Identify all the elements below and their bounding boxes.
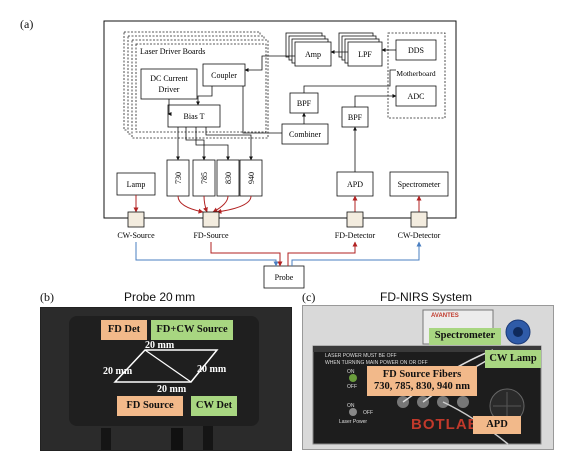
cw-source-label: CW-Source (117, 231, 155, 240)
warning-text-1: LASER POWER MUST BE OFF (325, 353, 397, 359)
bias-t-box (167, 104, 221, 128)
fd-source-fibers-line-1: FD Source Fibers (382, 368, 462, 380)
fd-cw-source-tag: FD+CW Source (151, 320, 233, 340)
system-enclosure (103, 20, 457, 219)
panel-c-label: (c) (302, 290, 316, 304)
laser-power-label: Laser Power (339, 419, 368, 425)
combiner-label: Combiner (289, 130, 321, 139)
fd-detector-label: FD-Detector (335, 231, 376, 240)
spectrometer-tag: Spectrometer (429, 328, 501, 345)
distance-label-top: 20 mm (145, 340, 175, 351)
apd-tag: APD (473, 416, 521, 434)
fd-source-tag: FD Source (117, 396, 183, 416)
fd-source-fibers-line-2: 730, 785, 830, 940 nm (374, 381, 470, 392)
distance-label-left: 20 mm (103, 366, 133, 377)
power-on-label: ON (347, 369, 355, 375)
fd-detector-port (346, 211, 364, 228)
system-photo: AVANTES LASER POWER MUST BE OFF WHEN TUR… (302, 305, 554, 450)
laser-off-label: OFF (363, 410, 373, 416)
panel-a-label: (a) (20, 17, 34, 31)
amp-box (294, 41, 332, 67)
power-off-label: OFF (347, 384, 357, 390)
cw-detector-port (410, 211, 428, 228)
laser-on-label: ON (347, 403, 355, 409)
fd-detector-link (287, 241, 358, 266)
panel-b-title: Probe 20 mm (124, 290, 196, 304)
lpf-box (347, 41, 383, 67)
cw-source-link (135, 242, 279, 267)
spectrometer-box (389, 171, 449, 197)
cw-detector-link (291, 241, 422, 266)
lpf-label: LPF (358, 50, 372, 59)
dds-label: DDS (408, 46, 424, 55)
laser-785-label: 785 (200, 172, 209, 184)
panel-b-label: (b) (40, 290, 54, 304)
block-diagram: Laser Driver Boards DC Current Driver Co… (103, 20, 457, 289)
bias-t-label: Bias T (184, 112, 205, 121)
laser-830-label: 830 (224, 172, 233, 184)
probe-label: Probe (275, 273, 294, 282)
amp-label: Amp (305, 50, 321, 59)
cw-source-port (127, 211, 145, 228)
motherboard-box (387, 32, 446, 119)
fd-source-link (210, 242, 283, 267)
botlab-logo: BOTLAB (411, 416, 480, 433)
adc-label: ADC (408, 92, 425, 101)
lamp-label: Lamp (127, 180, 146, 189)
motherboard-label: Motherboard (396, 69, 435, 78)
spectrometer-label: Spectrometer (398, 180, 441, 189)
bpf-right-label: BPF (348, 113, 363, 122)
laser-940-label: 940 (247, 172, 256, 184)
fd-source-port (202, 211, 220, 228)
probe-photo: FD Det FD+CW Source 20 mm 20 mm 20 mm 20… (40, 307, 292, 451)
dc-current-driver-label-1: DC Current (150, 74, 188, 83)
fd-source-fibers-tag: FD Source Fibers 730, 785, 830, 940 nm (367, 366, 477, 396)
coupler-box (202, 63, 246, 87)
coupler-label: Coupler (211, 71, 237, 80)
dc-current-driver-label-2: Driver (159, 85, 180, 94)
distance-label-bottom: 20 mm (157, 384, 187, 395)
cw-det-tag: CW Det (191, 396, 237, 416)
spectrometer-brand: AVANTES (431, 313, 459, 319)
cw-lamp-tag: CW Lamp (485, 350, 541, 368)
laser-730-label: 730 (174, 172, 183, 184)
panel-c-title: FD-NIRS System (380, 290, 473, 304)
warning-text-2: WHEN TURNING MAIN POWER ON OR OFF (325, 360, 428, 366)
bpf-top-label: BPF (297, 99, 312, 108)
laser-driver-boards-label: Laser Driver Boards (140, 47, 205, 56)
probe-box (263, 265, 305, 289)
apd-box (336, 171, 374, 197)
cw-detector-label: CW-Detector (398, 231, 441, 240)
distance-label-right: 20 mm (197, 364, 227, 375)
combiner-box (281, 123, 329, 145)
fd-source-label: FD-Source (193, 231, 229, 240)
apd-label: APD (347, 180, 363, 189)
fd-det-tag: FD Det (101, 320, 147, 340)
